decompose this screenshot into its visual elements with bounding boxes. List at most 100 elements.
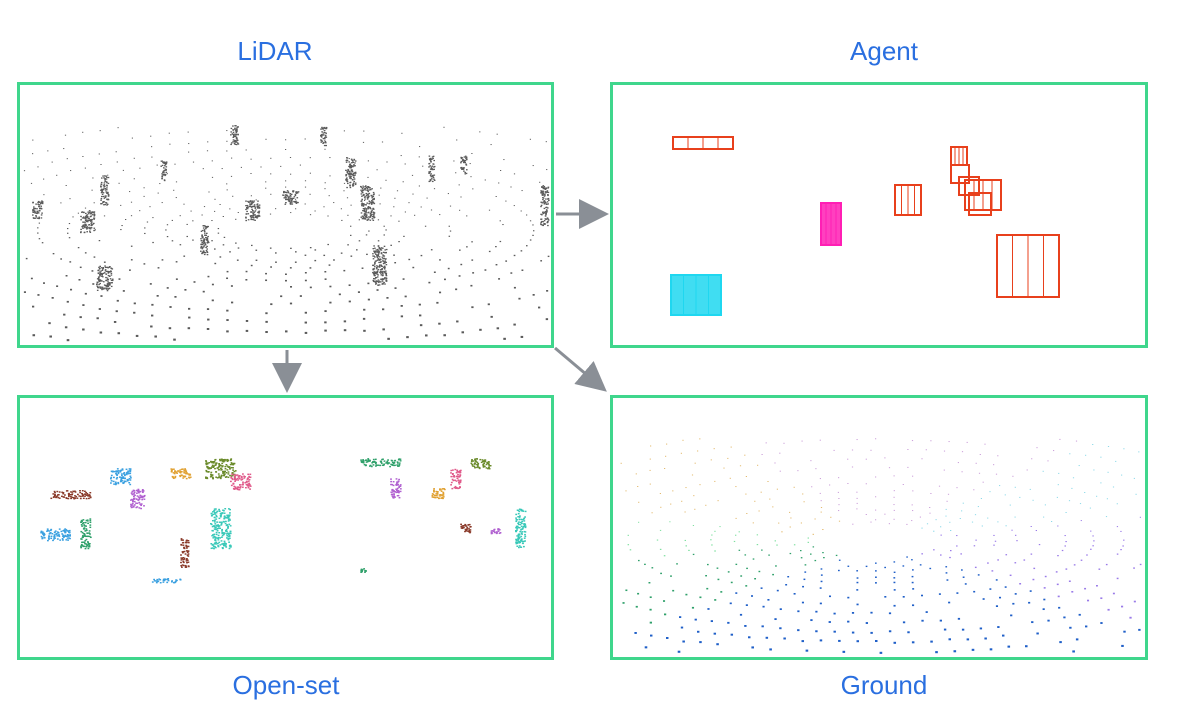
- lidar-object-point: [102, 185, 105, 187]
- lidar-point: [192, 220, 194, 222]
- lidar-point: [202, 290, 205, 293]
- lidar-object-point: [374, 260, 377, 262]
- openset-point: [469, 531, 472, 533]
- openset-point: [442, 494, 445, 496]
- lidar-object-point: [109, 278, 112, 280]
- lidar-point: [130, 259, 133, 261]
- openset-point: [217, 539, 220, 541]
- lidar-point: [232, 195, 234, 197]
- lidar-point: [91, 189, 93, 191]
- openset-point: [392, 490, 395, 492]
- lidar-object-point: [106, 192, 109, 194]
- lidar-point: [471, 306, 474, 309]
- lidar-title: LiDAR: [237, 36, 313, 66]
- lidar-object-point: [257, 200, 259, 202]
- lidar-object-point: [377, 279, 380, 281]
- lidar-object-point: [383, 268, 386, 270]
- lidar-object-point: [364, 213, 367, 216]
- openset-point: [237, 475, 240, 477]
- ground-point: [1035, 530, 1037, 532]
- lidar-object-point: [234, 125, 236, 127]
- lidar-point: [498, 182, 500, 184]
- ground-point: [984, 443, 986, 445]
- openset-point: [474, 467, 476, 469]
- ground-point: [1061, 549, 1064, 552]
- ground-point: [775, 565, 777, 567]
- openset-point: [224, 545, 227, 547]
- lidar-object-point: [41, 202, 44, 205]
- openset-point: [83, 527, 86, 529]
- lidar-object-point: [246, 208, 249, 210]
- openset-point: [181, 542, 184, 544]
- lidar-object-point: [36, 208, 38, 210]
- openset-point: [517, 509, 520, 512]
- lidar-point: [203, 206, 206, 208]
- openset-point: [471, 463, 474, 466]
- ground-point: [1059, 641, 1062, 644]
- lidar-object-point: [96, 289, 99, 291]
- lidar-object-point: [105, 288, 108, 290]
- ground-point: [1057, 525, 1059, 527]
- lidar-object-point: [366, 216, 368, 219]
- lidar-object-point: [283, 192, 285, 194]
- openset-point: [374, 458, 377, 461]
- openset-point: [213, 461, 216, 463]
- openset-point: [399, 490, 402, 493]
- openset-point: [186, 550, 189, 552]
- openset-point: [225, 472, 228, 474]
- openset-point: [121, 468, 124, 470]
- openset-point: [61, 491, 64, 494]
- lidar-point: [265, 312, 268, 315]
- openset-point: [523, 545, 525, 548]
- openset-point: [391, 460, 393, 462]
- lidar-object-point: [105, 285, 107, 287]
- lidar-object-point: [107, 272, 110, 274]
- openset-point: [467, 524, 470, 526]
- lidar-object-point: [377, 258, 379, 260]
- ground-point: [961, 471, 963, 473]
- lidar-object-point: [373, 264, 376, 266]
- openset-point: [236, 488, 239, 491]
- openset-point: [217, 545, 220, 548]
- openset-point: [215, 508, 217, 510]
- openset-point: [116, 468, 119, 470]
- openset-point: [52, 539, 54, 542]
- openset-point: [243, 475, 245, 477]
- lidar-point: [250, 264, 253, 267]
- openset-point: [181, 564, 184, 566]
- lidar-point: [304, 331, 308, 334]
- lidar-object-point: [377, 254, 380, 256]
- openset-point: [220, 474, 223, 477]
- openset-point: [205, 477, 207, 479]
- openset-point: [141, 498, 144, 501]
- lidar-point: [456, 320, 459, 323]
- lidar-point: [116, 161, 118, 163]
- ground-point: [1014, 593, 1017, 595]
- openset-point: [516, 525, 519, 528]
- lidar-object-point: [365, 186, 368, 188]
- lidar-object-point: [257, 214, 259, 217]
- lidar-object-point: [85, 217, 88, 219]
- openset-point: [229, 467, 231, 469]
- lidar-object-point: [253, 200, 255, 202]
- openset-point: [519, 523, 522, 526]
- lidar-object-point: [99, 265, 101, 267]
- lidar-object-point: [35, 212, 38, 214]
- lidar-point: [226, 189, 228, 191]
- openset-point: [81, 525, 83, 527]
- lidar-point: [471, 259, 474, 261]
- lidar-object-point: [35, 215, 37, 217]
- lidar-object-point: [383, 278, 385, 280]
- lidar-object-point: [374, 272, 376, 274]
- openset-point: [233, 476, 236, 478]
- lidar-object-point: [234, 128, 236, 130]
- openset-point: [234, 486, 237, 488]
- lidar-point: [327, 215, 329, 217]
- openset-point: [122, 477, 125, 480]
- lidar-object-point: [461, 168, 463, 170]
- ground-point: [833, 449, 835, 451]
- lidar-object-point: [384, 272, 386, 274]
- openset-point: [228, 508, 230, 510]
- ground-point: [961, 569, 963, 571]
- openset-point: [221, 531, 224, 534]
